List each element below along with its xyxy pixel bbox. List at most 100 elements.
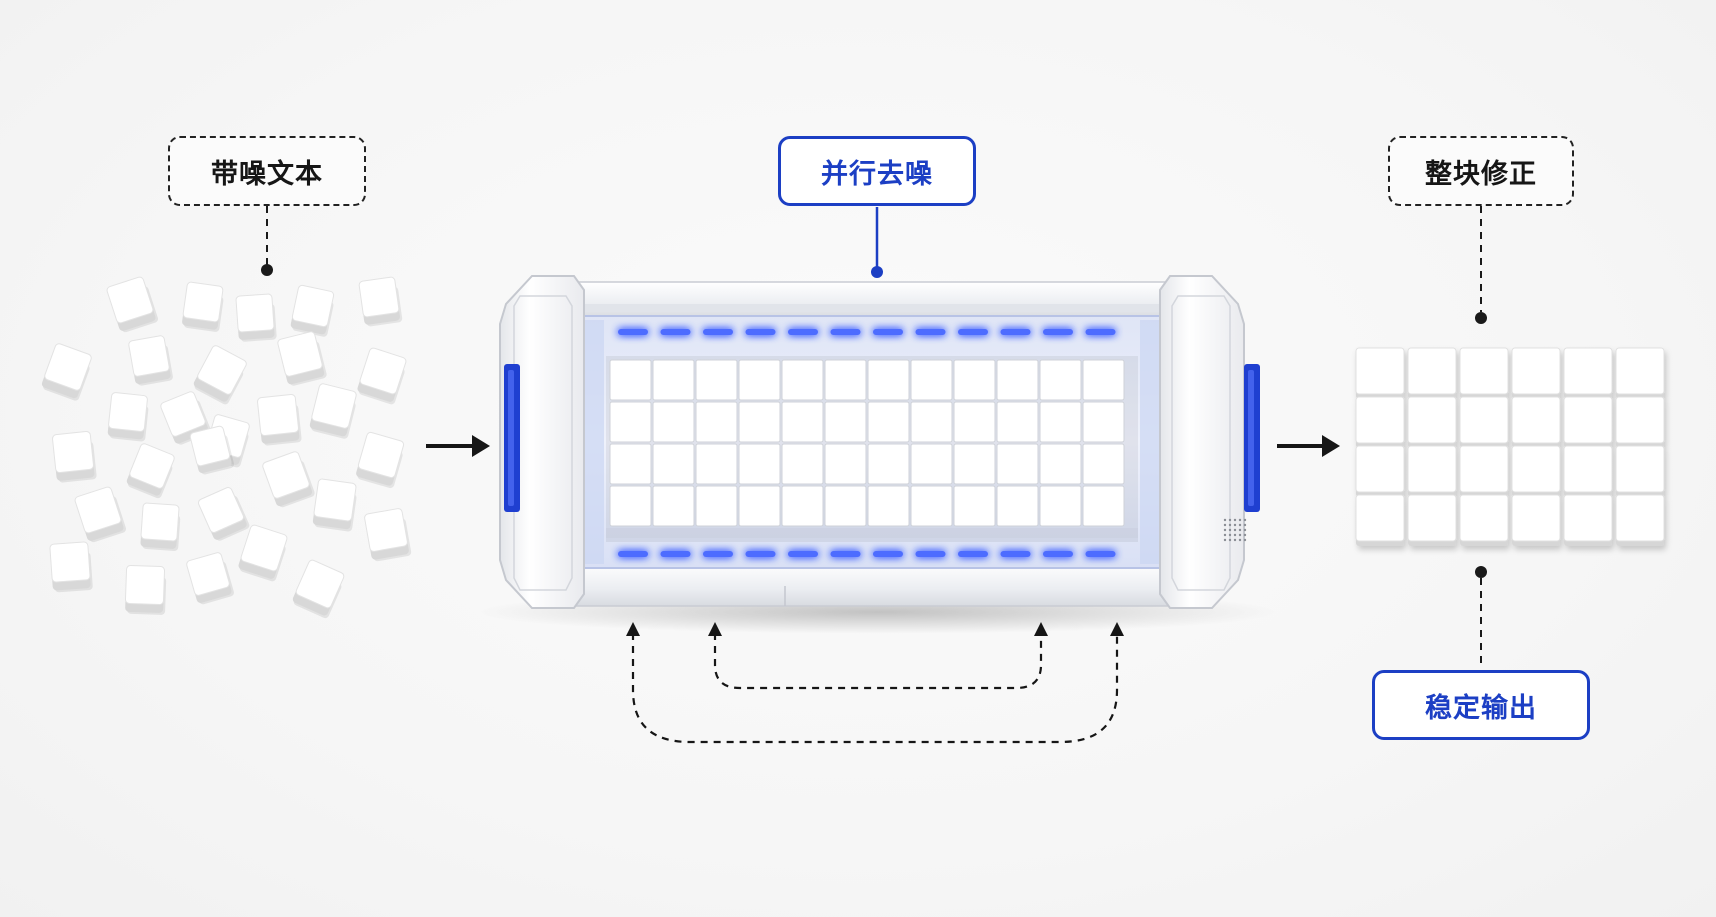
chamber-block — [996, 359, 1039, 401]
noise-block — [292, 559, 345, 619]
noise-block — [128, 335, 173, 386]
noise-block — [193, 345, 247, 405]
noisy-text-label: 带噪文本 — [168, 136, 366, 206]
block-correction-label: 整块修正 — [1388, 136, 1574, 206]
output-block — [1407, 494, 1457, 542]
chamber-block — [953, 359, 996, 401]
scattered-blocks-icon — [41, 276, 412, 619]
output-block — [1511, 396, 1561, 444]
noisy-text-label-text: 带噪文本 — [211, 158, 323, 190]
noise-block — [52, 431, 97, 483]
noise-block — [356, 431, 405, 489]
input-arrow-icon — [426, 435, 490, 457]
chamber-block — [824, 359, 867, 401]
chamber-block — [910, 401, 953, 443]
output-block — [1407, 396, 1457, 444]
chamber-block — [652, 359, 695, 401]
stable-output-label: 稳定输出 — [1372, 670, 1590, 740]
feedback-arrowheads — [626, 622, 1124, 636]
denoise-label-connector — [871, 207, 883, 278]
output-block — [1355, 347, 1405, 395]
chamber-block — [695, 443, 738, 485]
chamber-block — [910, 359, 953, 401]
noise-block — [140, 502, 181, 551]
output-block — [1355, 396, 1405, 444]
output-block — [1355, 494, 1405, 542]
chamber-block — [738, 401, 781, 443]
output-block — [1355, 445, 1405, 493]
chamber-block — [781, 443, 824, 485]
chamber-block — [738, 485, 781, 527]
stable-output-label-text: 稳定输出 — [1425, 692, 1537, 724]
output-block — [1459, 347, 1509, 395]
output-block — [1615, 347, 1665, 395]
chamber-block — [1039, 401, 1082, 443]
chamber-block — [824, 401, 867, 443]
chamber-block — [781, 401, 824, 443]
output-block — [1511, 445, 1561, 493]
output-block — [1563, 445, 1613, 493]
chamber-block — [738, 443, 781, 485]
output-block — [1615, 396, 1665, 444]
chamber-block — [609, 485, 652, 527]
noise-block — [357, 347, 407, 405]
noise-block — [309, 383, 357, 439]
noise-block — [49, 541, 93, 593]
noise-block — [198, 487, 250, 541]
chamber-block — [1039, 359, 1082, 401]
chamber-block — [652, 401, 695, 443]
output-block — [1615, 494, 1665, 542]
noise-block — [358, 276, 403, 327]
noise-block — [290, 284, 335, 337]
chamber-block — [1082, 443, 1125, 485]
output-block — [1459, 396, 1509, 444]
output-block — [1407, 445, 1457, 493]
output-block — [1459, 445, 1509, 493]
noise-block — [262, 451, 315, 508]
output-block — [1511, 494, 1561, 542]
noise-block — [107, 392, 149, 442]
output-block — [1563, 396, 1613, 444]
chamber-block — [1039, 443, 1082, 485]
correction-label-connector — [1475, 206, 1487, 324]
noise-block — [257, 394, 302, 446]
chamber-block — [953, 401, 996, 443]
noise-block — [106, 276, 159, 333]
chamber-block — [867, 485, 910, 527]
feedback-loop-icon — [631, 633, 1119, 744]
stable-output-connector — [1475, 566, 1487, 668]
chamber-block — [695, 485, 738, 527]
chamber-block — [652, 443, 695, 485]
chamber-block — [996, 485, 1039, 527]
chamber-block — [1082, 485, 1125, 527]
chamber-block — [609, 443, 652, 485]
noise-block — [126, 443, 175, 499]
chamber-block — [953, 485, 996, 527]
chamber-block — [867, 443, 910, 485]
output-block — [1563, 494, 1613, 542]
chamber-block — [652, 485, 695, 527]
chamber-block — [695, 359, 738, 401]
chamber-block — [1082, 401, 1125, 443]
chamber-block — [781, 485, 824, 527]
output-block — [1407, 347, 1457, 395]
chamber-block — [609, 401, 652, 443]
chamber-block — [1039, 485, 1082, 527]
noise-block — [277, 331, 327, 386]
output-block — [1615, 445, 1665, 493]
chamber-block — [824, 485, 867, 527]
parallel-denoise-label-text: 并行去噪 — [821, 158, 933, 190]
denoising-machine-icon — [478, 275, 1278, 634]
noise-block — [41, 343, 92, 401]
chamber-block — [781, 359, 824, 401]
noise-block — [312, 478, 357, 532]
output-block — [1459, 494, 1509, 542]
output-arrow-icon — [1277, 435, 1340, 457]
chamber-block — [738, 359, 781, 401]
noise-block — [124, 564, 167, 615]
noise-block — [235, 293, 277, 342]
noise-block — [189, 425, 234, 475]
chamber-block — [910, 485, 953, 527]
noise-block — [364, 508, 412, 562]
